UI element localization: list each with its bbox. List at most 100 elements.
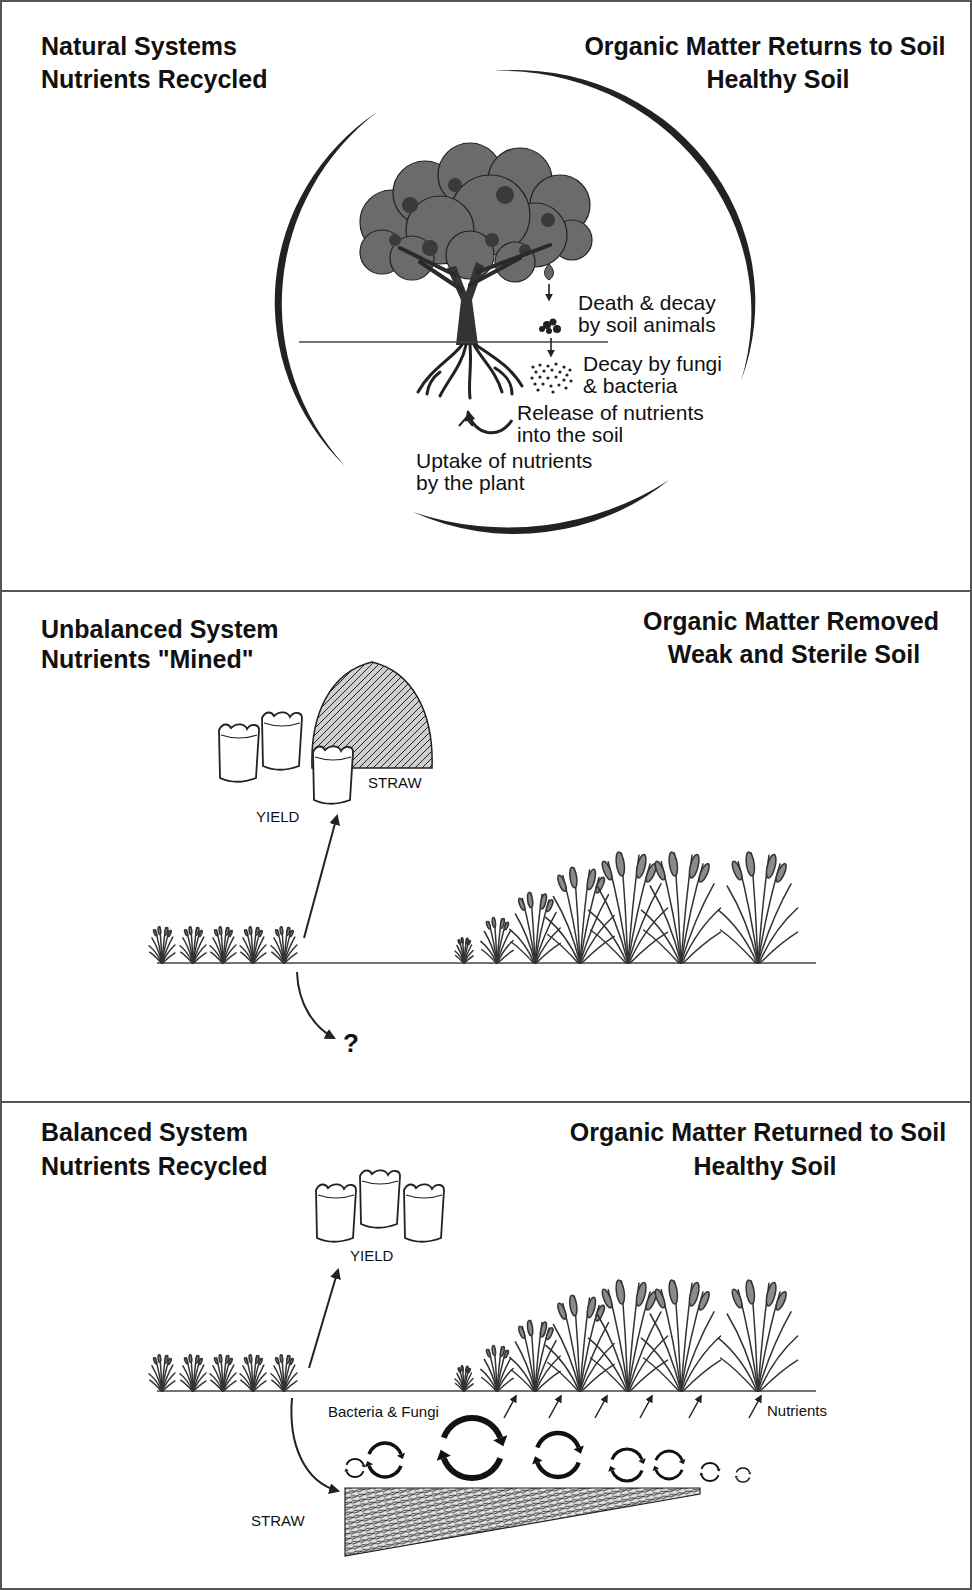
callout-label: Bacteria & Fungi	[328, 1403, 439, 1421]
label-slot: Nutrients	[767, 1402, 827, 1420]
callout-label: Death & decay by soil animals	[578, 292, 733, 336]
decay-particles	[564, 386, 567, 389]
heading-slot: Natural Systems	[41, 31, 237, 61]
yield-bag	[262, 712, 302, 769]
callout-label: Release of nutrients into the soil	[517, 402, 722, 446]
decay-particles	[562, 365, 565, 368]
label-slot: Decay by fungi & bacteria	[583, 353, 733, 397]
microbe-cycle	[699, 1463, 720, 1481]
heading-slot: Weak and Sterile Soil	[668, 639, 920, 669]
crop-plant	[641, 851, 720, 963]
decay-particles	[541, 382, 544, 385]
crop-plant	[718, 851, 797, 963]
decay-particles	[562, 378, 565, 381]
yield-bag	[219, 724, 259, 781]
canopy-shade	[402, 197, 418, 213]
soil-animals	[539, 319, 561, 335]
falling-leaf	[545, 264, 554, 280]
decay-particles	[551, 390, 554, 393]
heading-slot: Healthy Soil	[706, 64, 849, 94]
panel-heading: Unbalanced System	[41, 614, 279, 644]
unknown-arrow	[297, 972, 334, 1038]
label-slot: YIELD	[350, 1247, 393, 1265]
soil-animals	[546, 328, 552, 334]
panel-heading: Balanced System	[41, 1117, 248, 1147]
label-slot: STRAW	[368, 774, 422, 792]
decay-particles	[554, 375, 557, 378]
canopy-shade	[485, 233, 499, 247]
decay-particles	[557, 383, 560, 386]
panel-band: Natural SystemsNutrients Recycled Organic…	[0, 0, 972, 592]
release-arrow	[468, 412, 512, 433]
tree-roots	[418, 345, 522, 398]
label-slot: ?	[343, 1028, 359, 1058]
yield-bag	[404, 1184, 444, 1241]
tree-roots	[476, 345, 522, 386]
microbe-cycle	[437, 1418, 508, 1478]
crop-plant	[481, 917, 513, 963]
canopy-shade	[389, 234, 401, 246]
canopy-shade	[496, 186, 514, 204]
yield-bag	[313, 746, 353, 803]
heading-slot: Organic Matter Returns to Soil	[584, 31, 945, 61]
ground-line	[157, 962, 816, 963]
decay-particles	[538, 363, 541, 366]
heading-slot: Unbalanced System	[41, 614, 279, 644]
flow-arrow	[550, 338, 552, 356]
decay-particles	[536, 388, 539, 391]
crop-plant	[718, 1279, 797, 1391]
cycle-arc	[494, 70, 755, 381]
heading-slot: Nutrients Recycled	[41, 64, 267, 94]
soil-animals	[550, 319, 557, 326]
heading-slot: Organic Matter Removed	[643, 606, 939, 636]
crop-plant	[271, 927, 297, 963]
ground-line	[157, 1390, 816, 1391]
crop-plant	[510, 892, 560, 963]
callout-label: Decay by fungi & bacteria	[583, 353, 733, 397]
cycle-arc	[275, 112, 377, 466]
yield-arrow	[304, 816, 337, 938]
crop-plant	[455, 938, 473, 963]
decay-particles	[569, 379, 572, 382]
label-slot: Uptake of nutrients by the plant	[416, 450, 606, 494]
decay-particles	[568, 368, 571, 371]
tree-roots	[495, 368, 512, 394]
nutrient-arrow	[749, 1396, 761, 1418]
tree-roots	[469, 345, 470, 398]
heading-slot: Nutrients Recycled	[41, 1151, 267, 1181]
microbe-cycle	[608, 1449, 646, 1481]
decay-particles	[549, 384, 552, 387]
label-slot: Release of nutrients into the soil	[517, 402, 722, 446]
heading-slot: Balanced System	[41, 1117, 248, 1147]
panel-heading: Organic Matter Removed	[643, 606, 939, 636]
nutrient-arrow	[640, 1396, 652, 1418]
decay-particles	[565, 373, 568, 376]
crop-plant	[149, 1279, 798, 1391]
microbe-cycle	[365, 1443, 405, 1477]
panel-heading: Natural Systems	[41, 31, 237, 61]
crop-plant	[641, 1279, 720, 1391]
decay-particles	[538, 375, 541, 378]
nutrient-arrow	[595, 1396, 607, 1418]
crop-plant	[210, 1355, 236, 1391]
yield-bag	[316, 1170, 444, 1241]
ground-line	[299, 341, 608, 342]
nutrient-arrow	[504, 1396, 516, 1418]
crop-plant	[149, 851, 798, 963]
panel-heading: Nutrients Recycled	[41, 64, 267, 94]
heading-slot: Organic Matter Returned to Soil	[570, 1117, 946, 1147]
crop-plant	[149, 927, 175, 963]
tree-roots	[440, 345, 466, 396]
yield-bag	[219, 712, 353, 803]
label-slot: Death & decay by soil animals	[578, 292, 733, 336]
decay-particles	[530, 376, 533, 379]
panel-heading: Organic Matter Returned to Soil	[570, 1117, 946, 1147]
canopy-shade	[422, 240, 438, 256]
decay-particles	[558, 370, 561, 373]
callout-label: YIELD	[256, 808, 299, 826]
crop-plant	[240, 1355, 266, 1391]
crop-plant	[455, 1366, 473, 1391]
